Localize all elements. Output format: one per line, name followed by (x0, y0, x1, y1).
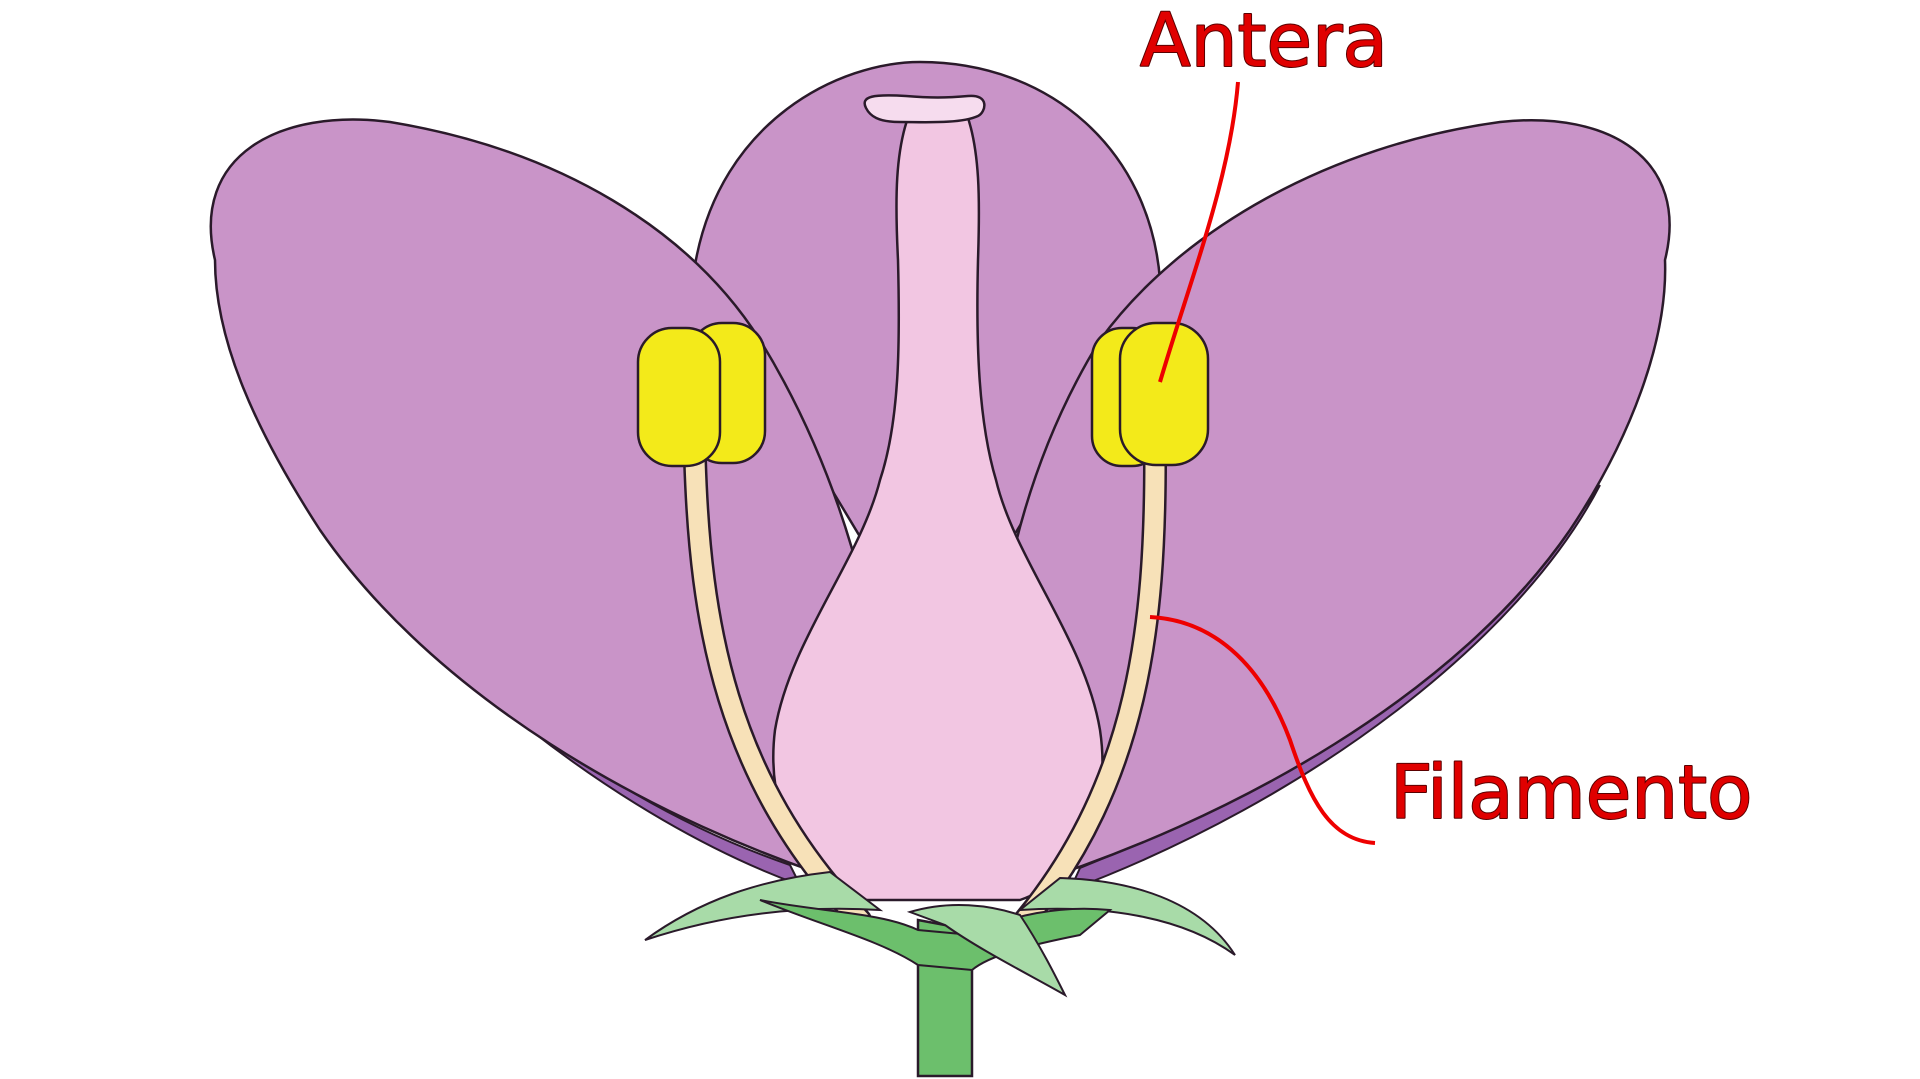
anther-leader-line (1158, 81, 1240, 383)
pistil (772, 110, 1104, 902)
filament-label: Filamento (1390, 750, 1752, 836)
anther-label: Antera (1140, 0, 1388, 84)
stigma (863, 94, 986, 124)
front-sepal (906, 904, 1068, 998)
left-sepal (644, 870, 884, 941)
filament-leader-line (1149, 615, 1376, 845)
right-sepal (1016, 876, 1236, 956)
left-filament-fill (685, 450, 870, 930)
left-anther-front-lobe (636, 326, 722, 468)
right-filament-fill (1015, 450, 1165, 930)
right-anther-front-lobe (1118, 321, 1210, 467)
